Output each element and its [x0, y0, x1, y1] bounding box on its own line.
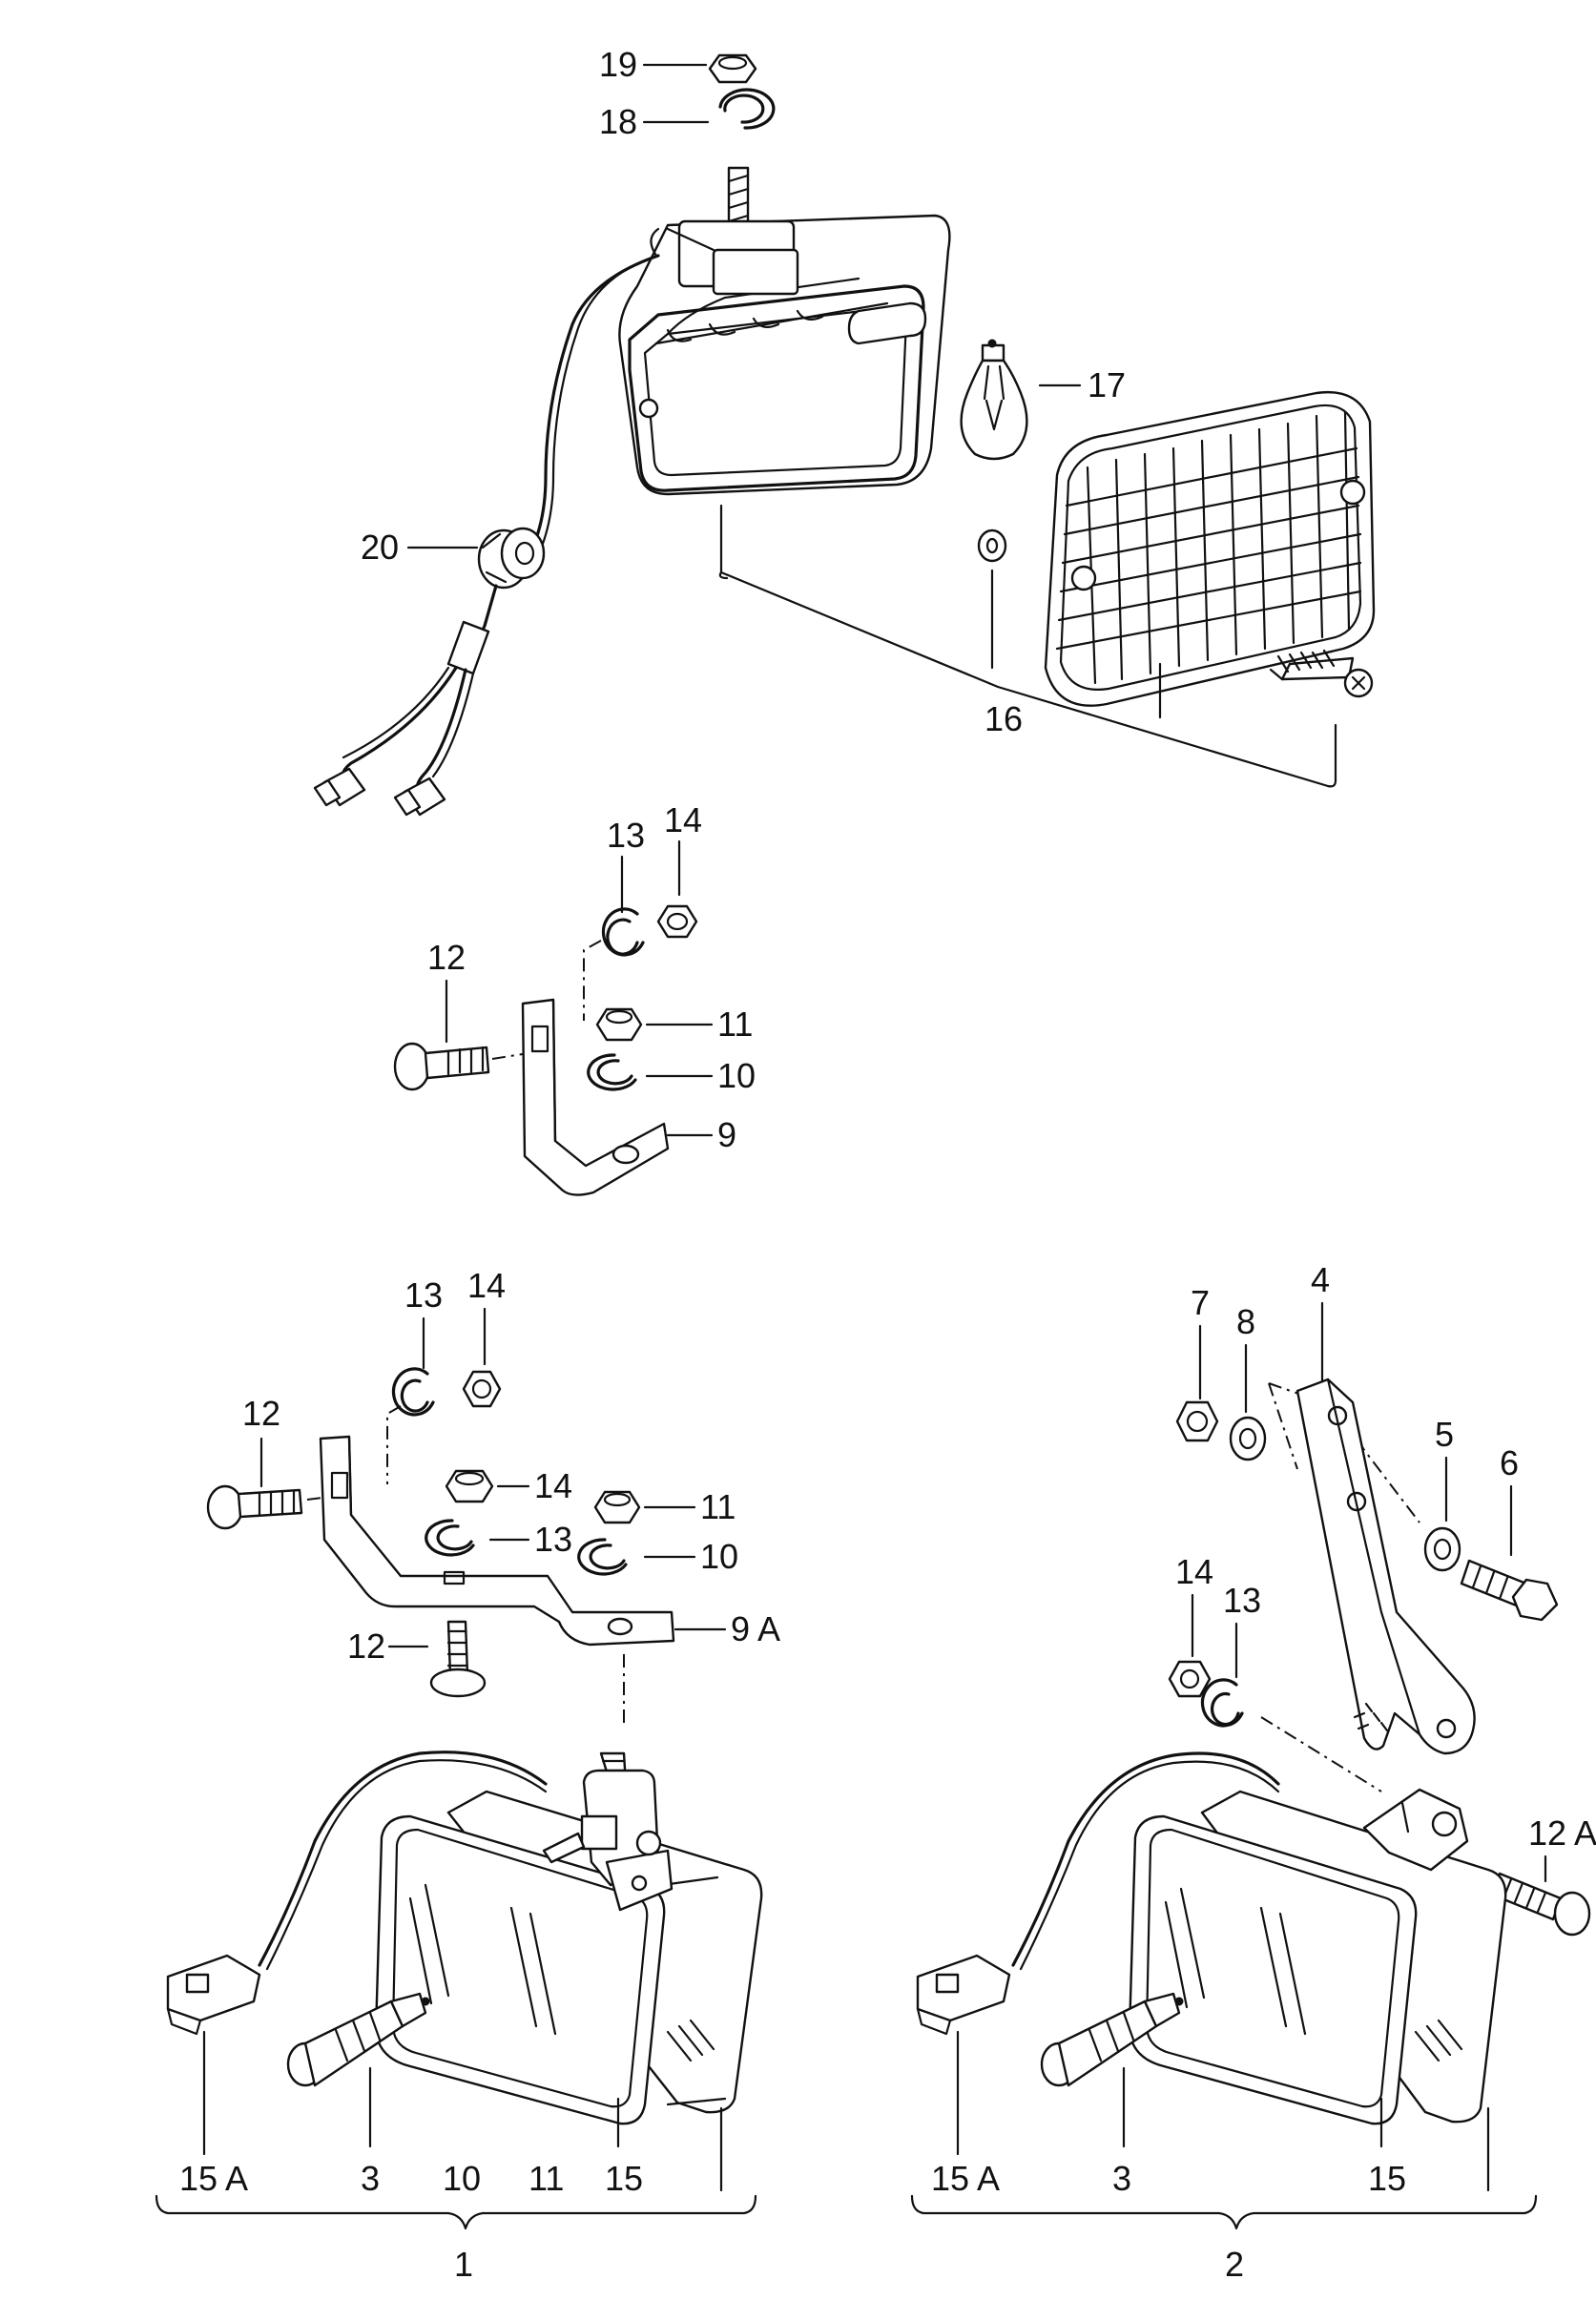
label-9a: 9 A: [731, 1609, 780, 1648]
lamp-cable: [517, 254, 660, 574]
washer-8-icon: [1229, 1416, 1267, 1461]
washer-13-icon: [391, 1367, 435, 1417]
bracket-4-icon: [1295, 1378, 1476, 1755]
connector-15a-icon: [166, 1954, 261, 2036]
label-4: 4: [1311, 1260, 1330, 1299]
fog-lamp-2-cable: [1011, 1751, 1280, 1967]
mounting-stud: [727, 166, 750, 231]
label-7: 7: [1191, 1283, 1210, 1322]
washer-10-icon: [587, 1053, 637, 1091]
nut-14-icon: [462, 1370, 502, 1408]
washer-10-icon: [577, 1538, 628, 1576]
fog-lamp-1-body: [374, 1751, 763, 2125]
label-16: 16: [985, 699, 1023, 738]
label-13b: 13: [404, 1275, 443, 1315]
washer-13-icon: [601, 907, 645, 957]
grommet-20-icon: [477, 527, 546, 590]
nut-7-icon: [1175, 1400, 1219, 1442]
fog-lamp-assembly-2: 7 8 4 5 6: [910, 1260, 1596, 2284]
connector-15a-icon: [916, 1954, 1011, 2036]
nut-14-icon: [656, 904, 698, 939]
label-15-1: 15: [605, 2159, 643, 2198]
bolt-12-icon: [206, 1484, 303, 1530]
label-3-1: 3: [361, 2159, 380, 2198]
label-10a: 10: [717, 1056, 756, 1095]
washer-13-icon: [1200, 1678, 1244, 1728]
label-15a-1: 15 A: [179, 2159, 248, 2198]
bulb-17-icon: [960, 339, 1028, 461]
label-12a: 12: [427, 938, 466, 977]
bolt-6-icon: [1460, 1559, 1559, 1622]
fog-lamp-1-cable: [258, 1751, 548, 1967]
label-20: 20: [361, 528, 399, 567]
label-12a: 12 A: [1528, 1813, 1596, 1853]
label-5: 5: [1435, 1415, 1454, 1454]
bolt-12-icon: [429, 1620, 487, 1698]
label-13c: 13: [534, 1520, 572, 1559]
bolt-12a-icon: [1490, 1872, 1591, 1937]
washer-18-icon: [718, 88, 776, 130]
nut-11-icon: [595, 1007, 643, 1042]
label-3-2: 3: [1112, 2159, 1131, 2198]
nut-14-icon: [1168, 1660, 1212, 1698]
label-19: 19: [599, 45, 637, 84]
fog-lamp-assembly-1: 13 14 12 9 A: [155, 1266, 780, 2284]
label-1: 1: [454, 2245, 473, 2284]
label-11a: 11: [717, 1005, 753, 1044]
label-14b: 14: [467, 1266, 506, 1305]
reversing-lamp-assembly: 19 18: [313, 45, 1376, 817]
bulb-3-icon: [286, 1992, 430, 2087]
wire-harness: [313, 584, 498, 817]
label-13a: 13: [607, 816, 645, 855]
label-10-1: 10: [443, 2159, 481, 2198]
washer-icon: [977, 528, 1007, 563]
nut-14-icon: [445, 1469, 494, 1503]
bolt-12-icon: [393, 1042, 490, 1091]
label-15-2: 15: [1368, 2159, 1406, 2198]
lamp-housing: [618, 214, 951, 496]
bracket-16: [718, 504, 1337, 788]
lamp-lens: [1044, 390, 1376, 707]
bracket-9-assembly: 13 14 12 9: [393, 800, 756, 1196]
label-14c: 14: [534, 1466, 572, 1505]
bracket-9-icon: [521, 998, 670, 1196]
label-12c: 12: [347, 1627, 385, 1666]
label-6: 6: [1500, 1443, 1519, 1482]
label-14a: 14: [664, 800, 702, 839]
label-11-1: 11: [529, 2159, 564, 2198]
label-8: 8: [1236, 1302, 1255, 1341]
label-18: 18: [599, 102, 637, 141]
label-10b: 10: [700, 1537, 738, 1576]
nut-11-icon: [593, 1490, 641, 1524]
label-12b: 12: [242, 1394, 280, 1433]
label-11b: 11: [700, 1487, 736, 1526]
screw-icon: [1269, 649, 1374, 698]
bracket-9a-icon: [319, 1435, 675, 1647]
bulb-3-icon: [1040, 1992, 1184, 2087]
nut-19-icon: [708, 53, 757, 84]
washer-5-icon: [1423, 1526, 1461, 1572]
label-14d: 14: [1175, 1552, 1213, 1591]
fog-lamp-2-body: [1128, 1788, 1507, 2125]
label-13d: 13: [1223, 1581, 1261, 1620]
label-15a-2: 15 A: [931, 2159, 1000, 2198]
washer-13-icon: [425, 1519, 475, 1557]
label-9: 9: [717, 1115, 736, 1154]
label-17: 17: [1088, 365, 1126, 404]
label-2: 2: [1225, 2245, 1244, 2284]
